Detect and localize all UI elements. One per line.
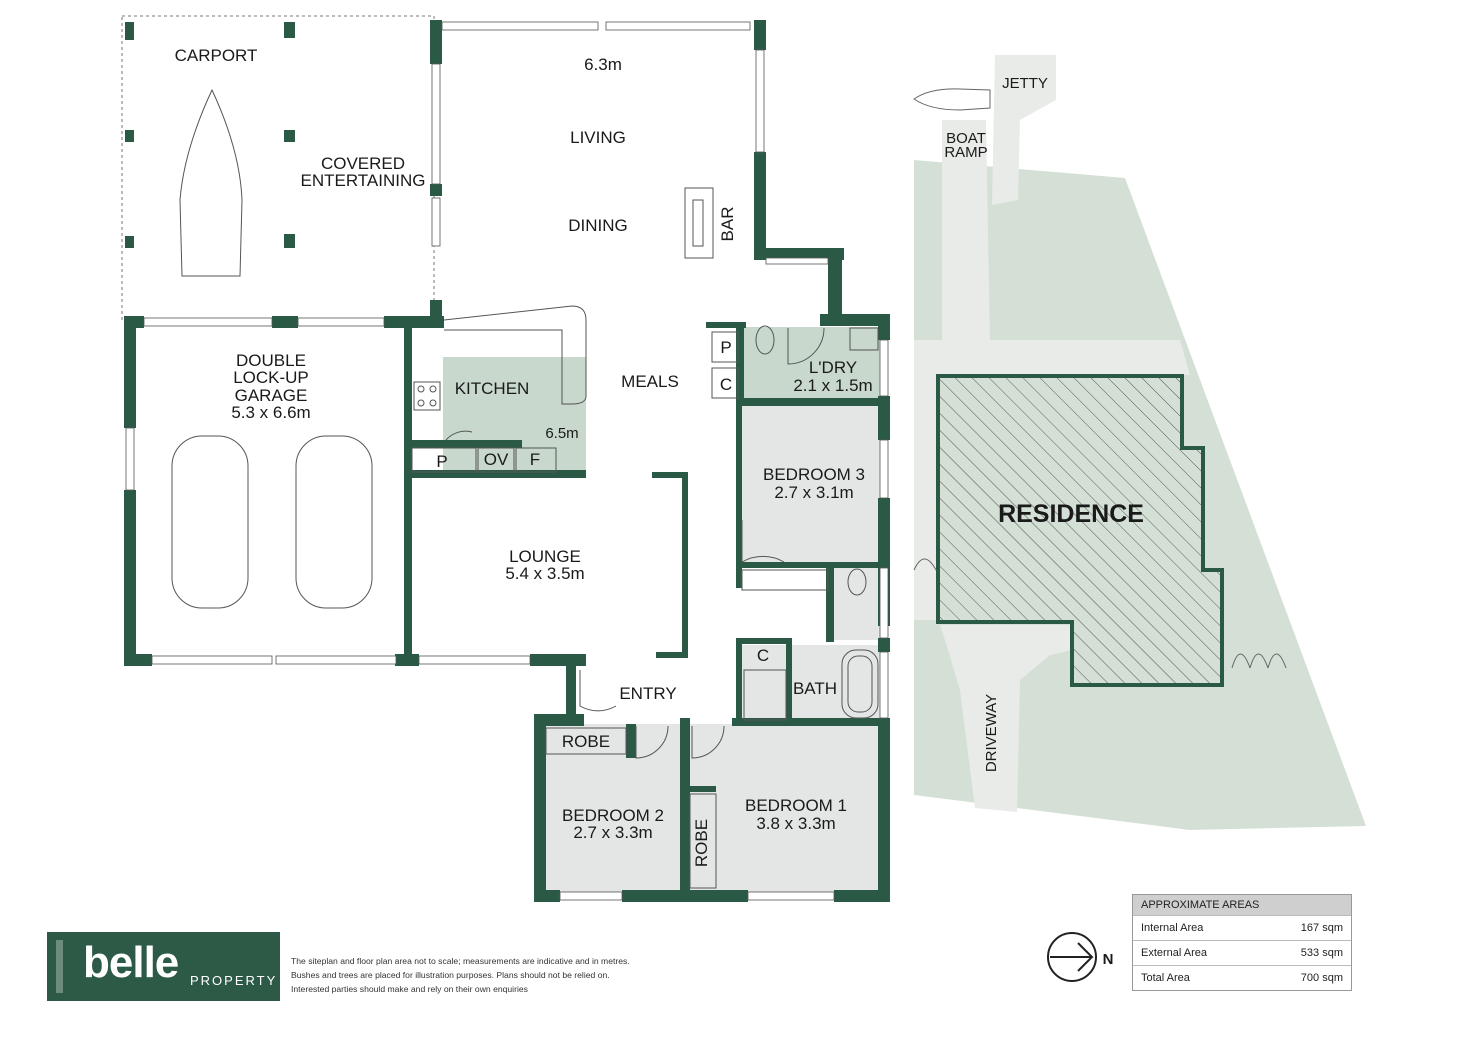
bedroom1-floor bbox=[686, 724, 881, 892]
jetty-walk bbox=[992, 55, 1056, 205]
garage-car bbox=[295, 435, 373, 609]
jetty-boat bbox=[913, 88, 991, 111]
covered-label-1: COVERED bbox=[321, 154, 405, 173]
laundry-dimension: 2.1 x 1.5m bbox=[793, 376, 872, 395]
bath-floor bbox=[740, 645, 880, 723]
logo-wordmark: belle bbox=[83, 938, 179, 987]
robe-bedroom1-label: ROBE bbox=[692, 819, 711, 867]
meals-label: MEALS bbox=[621, 372, 679, 391]
robe-bedroom2-label: ROBE bbox=[562, 732, 610, 751]
carport-boat bbox=[179, 88, 243, 277]
bedroom2-floor bbox=[545, 724, 683, 892]
area-label: Internal Area bbox=[1141, 922, 1204, 934]
bath-label: BATH bbox=[793, 679, 837, 698]
dining-label: DINING bbox=[568, 216, 628, 235]
boat-ramp-label-2: RAMP bbox=[944, 144, 987, 161]
wc-floor bbox=[832, 568, 880, 640]
logo-bar bbox=[56, 940, 63, 993]
carport-label: CARPORT bbox=[175, 46, 258, 65]
area-label: Total Area bbox=[1141, 972, 1190, 984]
laundry-pantry-label: P bbox=[720, 338, 731, 357]
areas-row: External Area 533 sqm bbox=[1133, 940, 1351, 965]
garage-label-1: DOUBLE bbox=[236, 351, 306, 370]
kitchen-label: KITCHEN bbox=[455, 379, 530, 398]
north-arrow: N bbox=[1047, 932, 1114, 982]
garage-car bbox=[171, 435, 249, 609]
areas-row: Internal Area 167 sqm bbox=[1133, 915, 1351, 940]
lounge-label: LOUNGE bbox=[509, 547, 581, 566]
garage-label-2: LOCK-UP bbox=[233, 368, 309, 387]
north-label: N bbox=[1103, 951, 1114, 968]
living-label: LIVING bbox=[570, 128, 626, 147]
compass-circle-icon bbox=[1047, 932, 1097, 982]
bedroom3-floor bbox=[740, 406, 880, 562]
boat-ramp-path bbox=[942, 120, 990, 345]
disclaimer-line: Bushes and trees are placed for illustra… bbox=[291, 970, 610, 980]
area-value: 700 sqm bbox=[1300, 972, 1343, 984]
bedroom3-label: BEDROOM 3 bbox=[763, 465, 865, 484]
bedroom2-label: BEDROOM 2 bbox=[562, 806, 664, 825]
residence-label: RESIDENCE bbox=[998, 500, 1144, 528]
arrow-right-icon bbox=[1050, 942, 1094, 972]
garage-label-3: GARAGE bbox=[235, 386, 308, 405]
bedroom1-label: BEDROOM 1 bbox=[745, 796, 847, 815]
disclaimer-line: The siteplan and floor plan area not to … bbox=[291, 956, 630, 966]
bedroom2-dimension: 2.7 x 3.3m bbox=[573, 823, 652, 842]
area-value: 533 sqm bbox=[1300, 947, 1343, 959]
bar-label: BAR bbox=[718, 207, 737, 242]
areas-table: APPROXIMATE AREAS Internal Area 167 sqm … bbox=[1132, 894, 1352, 991]
room-labels: CARPORT COVERED ENTERTAINING 6.3m LIVING… bbox=[175, 46, 873, 867]
jetty-label: JETTY bbox=[1002, 75, 1048, 92]
bath-cupboard-label: C bbox=[757, 646, 769, 665]
bush-icon bbox=[1231, 653, 1287, 669]
oven-label: OV bbox=[484, 450, 509, 469]
areas-heading: APPROXIMATE AREAS bbox=[1133, 895, 1351, 915]
laundry-floor bbox=[740, 327, 880, 400]
driveway-path bbox=[940, 625, 1072, 812]
kitchen-dimension: 6.5m bbox=[545, 425, 578, 442]
logo-subtitle: PROPERTY bbox=[190, 973, 278, 988]
covered-label-2: ENTERTAINING bbox=[301, 171, 426, 190]
yard-strip bbox=[914, 340, 1190, 620]
disclaimer-line: Interested parties should make and rely … bbox=[291, 984, 528, 994]
areas-row: Total Area 700 sqm bbox=[1133, 965, 1351, 990]
windows bbox=[125, 21, 889, 901]
walls bbox=[124, 20, 890, 902]
site-plan: JETTY BOAT RAMP RESIDENCE DRIVEWAY bbox=[913, 55, 1366, 830]
room-fills bbox=[443, 327, 881, 892]
living-dimension: 6.3m bbox=[584, 55, 622, 74]
area-label: External Area bbox=[1141, 947, 1208, 959]
driveway-label: DRIVEWAY bbox=[983, 694, 1000, 772]
pantry-label: P bbox=[436, 452, 447, 471]
bedroom3-dimension: 2.7 x 3.1m bbox=[774, 483, 853, 502]
brand-logo: belle PROPERTY bbox=[47, 932, 280, 1001]
laundry-label: L'DRY bbox=[809, 358, 857, 377]
disclaimer: The siteplan and floor plan area not to … bbox=[291, 954, 671, 996]
residence-footprint bbox=[936, 374, 1224, 687]
garage-dimension: 5.3 x 6.6m bbox=[231, 403, 310, 422]
entry-label: ENTRY bbox=[619, 684, 676, 703]
bush-icon bbox=[913, 558, 937, 571]
lounge-dimension: 5.4 x 3.5m bbox=[505, 564, 584, 583]
bedroom1-dimension: 3.8 x 3.3m bbox=[756, 814, 835, 833]
fridge-label: F bbox=[530, 450, 540, 469]
boat-ramp-label-1: BOAT bbox=[946, 130, 986, 147]
laundry-cupboard-label: C bbox=[720, 375, 732, 394]
area-value: 167 sqm bbox=[1300, 922, 1343, 934]
